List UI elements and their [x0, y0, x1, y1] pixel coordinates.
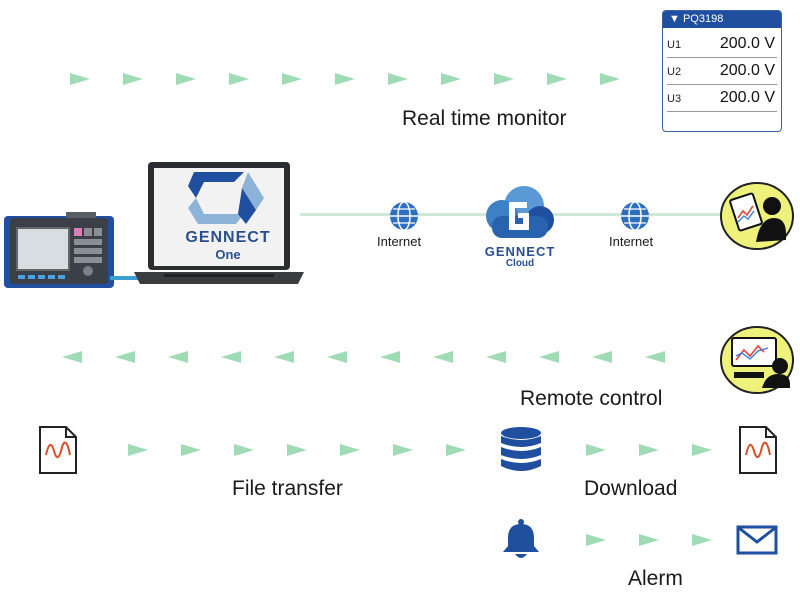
arrow-right — [335, 73, 355, 85]
arrow-right — [70, 73, 90, 85]
gennect-logo-icon — [188, 172, 264, 224]
remote-control-label: Remote control — [520, 387, 663, 410]
cloud-product-text: Cloud — [505, 258, 535, 269]
waveform-file-icon — [39, 426, 77, 474]
arrow-right — [282, 73, 302, 85]
arrow-left — [221, 351, 241, 363]
internet-label-left: Internet — [377, 234, 422, 249]
meter-readout-panel: ▼ PQ3198 U1 200.0 V U2 200.0 V U3 200.0 … — [662, 10, 782, 132]
meter-row: U3 200.0 V — [667, 87, 777, 112]
arrow-left — [380, 351, 400, 363]
arrow-right — [176, 73, 196, 85]
arrow-left — [168, 351, 188, 363]
person-viewing-tablet-icon — [720, 182, 794, 250]
waveform-file-icon — [739, 426, 777, 474]
laptop-product-text: One — [215, 247, 241, 262]
arrow-right — [692, 534, 712, 546]
person-at-computer-icon — [720, 326, 794, 394]
cable-line — [110, 276, 152, 280]
arrow-right — [393, 444, 413, 456]
globe-icon — [621, 201, 649, 231]
arrow-right — [181, 444, 201, 456]
channel-label: U1 — [667, 39, 682, 51]
arrow-right — [494, 73, 514, 85]
arrow-right — [586, 534, 606, 546]
panel-title: PQ3198 — [682, 13, 724, 25]
cloud-icon — [486, 186, 554, 238]
arrow-right — [547, 73, 567, 85]
real-time-monitor-label: Real time monitor — [402, 107, 567, 130]
meter-row: U1 200.0 V — [667, 33, 777, 58]
cloud-brand-text: GENNECT — [484, 244, 556, 259]
arrow-right — [388, 73, 408, 85]
arrow-right — [600, 73, 620, 85]
meter-row: U2 200.0 V — [667, 60, 777, 85]
arrow-left — [486, 351, 506, 363]
arrow-left — [115, 351, 135, 363]
alarm-label: Alerm — [628, 567, 683, 590]
arrow-left — [539, 351, 559, 363]
arrow-right — [639, 444, 659, 456]
bell-icon — [503, 519, 539, 558]
measuring-instrument-icon — [4, 212, 114, 288]
arrow-left — [592, 351, 612, 363]
arrow-left — [327, 351, 347, 363]
arrow-left — [433, 351, 453, 363]
envelope-icon — [736, 525, 778, 555]
collapse-triangle-icon: ▼ — [669, 13, 680, 25]
channel-label: U2 — [667, 66, 682, 78]
arrow-left — [645, 351, 665, 363]
arrow-right — [229, 73, 249, 85]
file-transfer-label: File transfer — [232, 477, 343, 500]
arrow-right — [234, 444, 254, 456]
arrow-left — [62, 351, 82, 363]
panel-header: ▼ PQ3198 — [663, 11, 781, 28]
channel-label: U3 — [667, 93, 682, 105]
arrow-right — [692, 444, 712, 456]
channel-value: 200.0 V — [719, 62, 775, 79]
channel-value: 200.0 V — [719, 89, 775, 106]
arrow-right — [287, 444, 307, 456]
download-label: Download — [584, 477, 678, 500]
database-icon — [501, 427, 541, 471]
arrow-right — [340, 444, 360, 456]
arrow-right — [639, 534, 659, 546]
arrow-right — [441, 73, 461, 85]
arrow-right — [123, 73, 143, 85]
arrow-right — [446, 444, 466, 456]
laptop-brand-text: GENNECT — [185, 229, 271, 246]
internet-label-right: Internet — [609, 234, 654, 249]
globe-icon — [390, 201, 418, 231]
arrow-right — [128, 444, 148, 456]
arrow-left — [274, 351, 294, 363]
arrow-right — [586, 444, 606, 456]
channel-value: 200.0 V — [719, 35, 775, 52]
